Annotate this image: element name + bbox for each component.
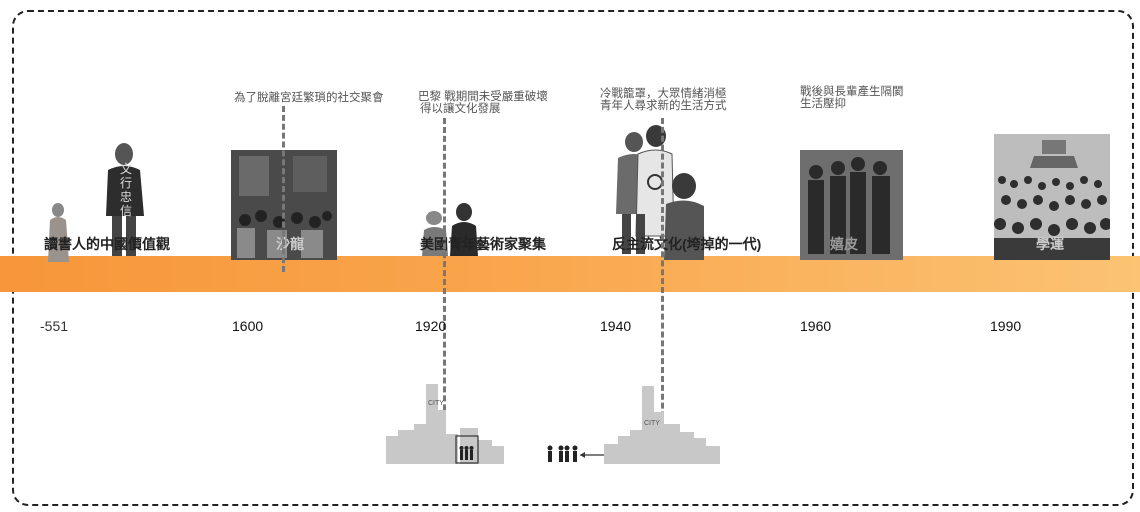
note-paris-line1: 巴黎 戰期間未受嚴重破壞 [418,91,548,103]
note-paris-line2: 得以讓文化發展 [420,103,501,115]
timeline-band [0,256,1140,292]
label-salon: 沙龍 [276,236,304,252]
label-counterculture: 反主流文化(垮掉的一代) [612,236,762,252]
american-artists-image [420,200,480,256]
year-label: 1940 [600,318,632,334]
label-student-movement: 學運 [1036,236,1064,252]
confucius-motto: 文行忠信 [120,162,133,218]
label-american-artists: 美國青年藝術家聚集 [420,236,546,252]
year-label: 1960 [800,318,832,334]
student-movement-image [994,134,1110,260]
note-coldwar-line1: 冷戰籠罩，大眾情緒消極 [600,88,727,100]
label-confucius: 讀書人的中國價值觀 [44,236,170,252]
guide-line-paris [443,118,446,464]
city-skyline-usa-icon: CITY [604,386,720,464]
confucius-statue-image [44,200,72,262]
beat-generation-image [608,118,706,260]
year-label: -551 [40,318,69,334]
guide-line-coldwar [661,118,664,462]
guide-line-salon [282,106,285,272]
note-salon: 為了脫離宮廷繁瑣的社交聚會 [234,92,384,104]
note-postwar-line2: 生活壓抑 [800,98,846,110]
people-leaving-icon [544,444,606,464]
note-postwar-line1: 戰後與長輩產生隔閡 [800,86,904,98]
label-hippie: 嬉皮 [830,236,858,252]
note-coldwar-line2: 青年人尋求新的生活方式 [600,100,727,112]
city-label: CITY [428,400,444,407]
year-label: 1600 [232,318,264,334]
year-label: 1920 [415,318,447,334]
hippie-group-image [800,150,903,260]
city-skyline-paris-icon: CITY [386,384,504,464]
city-label: CITY [644,420,660,427]
teacher-figure-image: 文行忠信 [102,140,148,258]
year-label: 1990 [990,318,1022,334]
